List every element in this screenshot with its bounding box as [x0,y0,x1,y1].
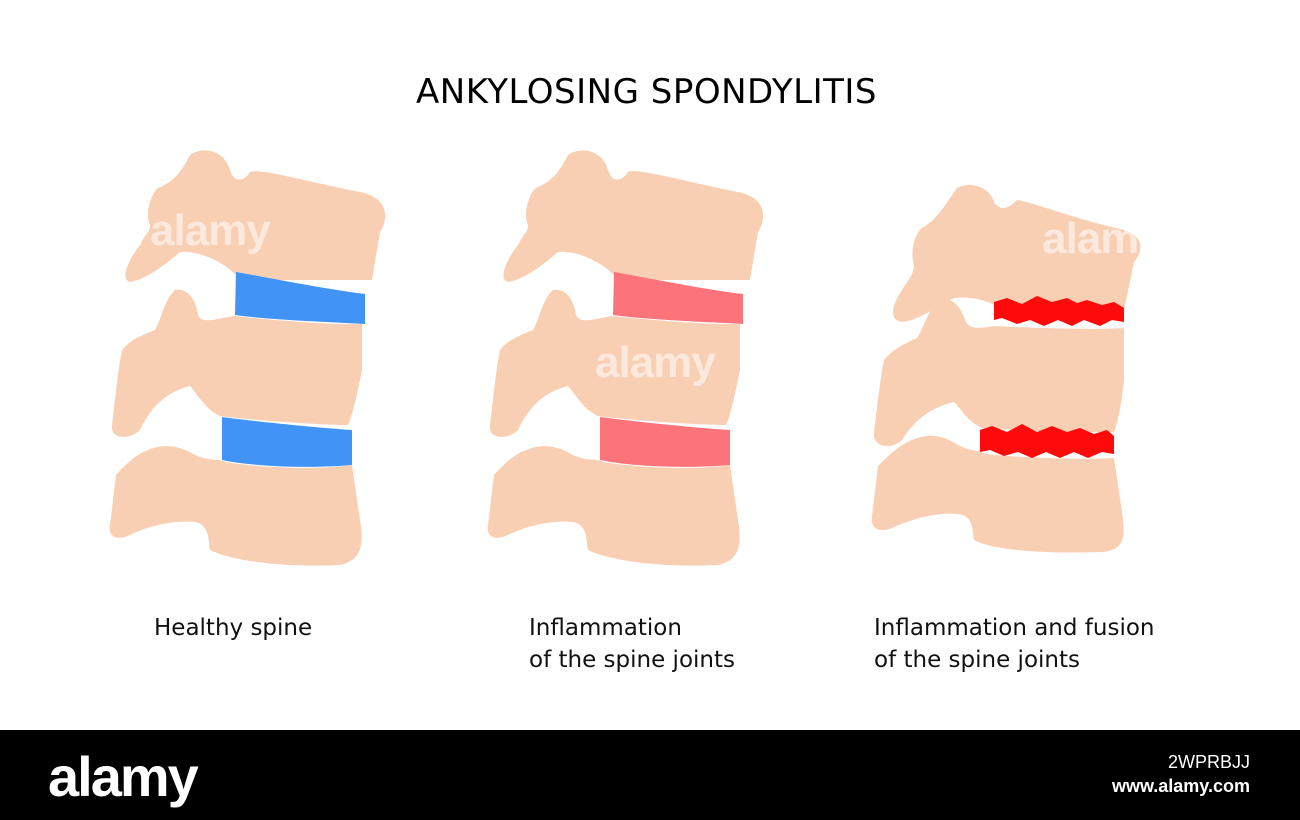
middle-vertebra [489,289,740,437]
watermark-text: alamy [595,338,716,387]
upper-disc-healthy [235,272,365,324]
lower-vertebra [871,435,1124,553]
lower-disc-healthy [222,417,352,467]
image-id: 2WPRBJJ [1167,752,1250,772]
upper-vertebra [125,150,386,282]
image-id-block: 2WPRBJJ www.alamy.com [1112,750,1250,798]
watermark-text: alamy [1042,214,1163,263]
caption-inflammation-fusion: Inflammation and fusion of the spine joi… [874,612,1155,676]
fused-spine-illustration [862,140,1162,580]
lower-fused-joint [980,424,1114,458]
upper-disc-inflamed [613,272,743,324]
upper-fused-joint [994,296,1124,326]
inflamed-spine-illustration [478,140,778,580]
caption-line-1: Inflammation [529,615,682,641]
lower-vertebra [487,446,740,566]
middle-vertebra [873,299,1124,447]
lower-vertebra [109,446,362,566]
caption-healthy-spine: Healthy spine [154,612,312,644]
lower-disc-inflamed [600,417,730,467]
caption-line-2: of the spine joints [874,647,1080,673]
caption-line-1: Healthy spine [154,615,313,641]
healthy-spine-svg [109,150,386,566]
diagram-title: ANKYLOSING SPONDYLITIS [416,72,877,112]
inflamed-spine-svg [487,150,764,566]
caption-inflammation: Inflammation of the spine joints [529,612,735,676]
fused-spine-svg [871,184,1141,553]
site-url[interactable]: www.alamy.com [1111,776,1250,796]
watermark-text: alamy [150,206,271,255]
caption-line-2: of the spine joints [529,647,735,673]
alamy-logo: alamy [48,745,199,808]
middle-vertebra [111,289,362,437]
upper-vertebra [892,184,1141,322]
healthy-spine-illustration [100,140,400,580]
caption-line-1: Inflammation and fusion [874,615,1155,641]
upper-vertebra [503,150,764,282]
stock-footer-bar: alamy 2WPRBJJ www.alamy.com [0,730,1300,820]
